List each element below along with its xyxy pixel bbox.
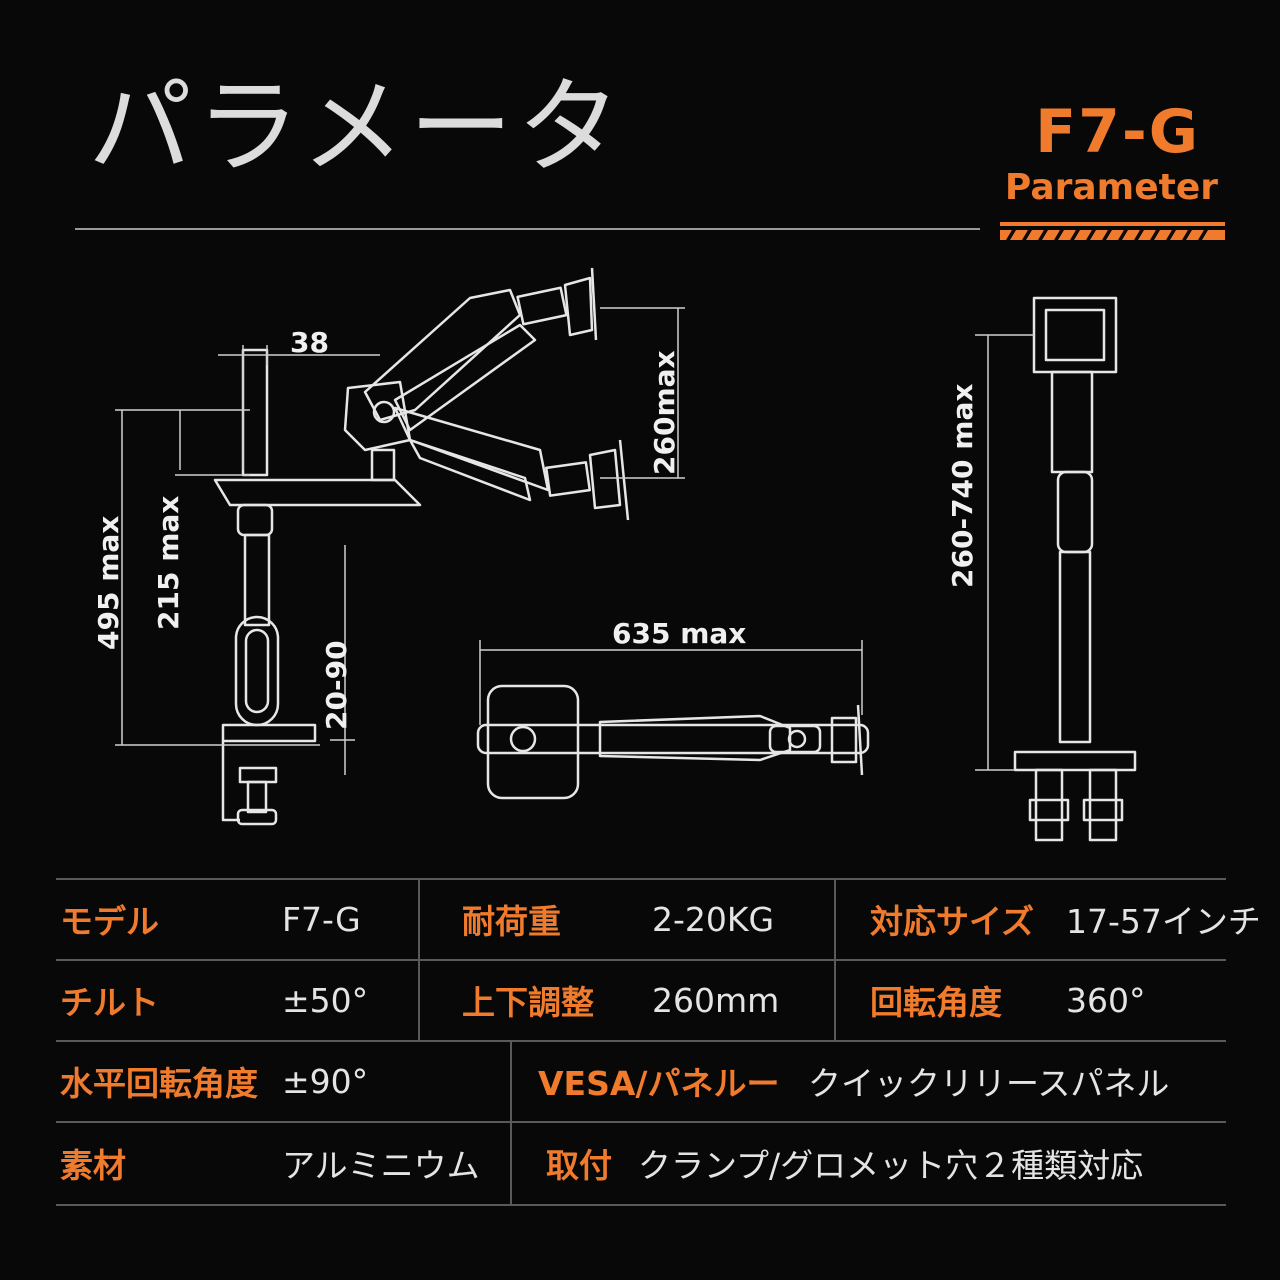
- table-divider: [510, 1040, 512, 1204]
- spec-value-size: 17-57インチ: [1066, 902, 1261, 941]
- spec-value-mount: クランプ/グロメット穴２種類対応: [638, 1146, 1144, 1185]
- spec-label-height: 上下調整: [462, 983, 594, 1022]
- spec-label-vesa: VESA/パネルー: [538, 1064, 780, 1103]
- top-view-arm: [476, 684, 870, 800]
- dim-38: 38: [290, 326, 329, 359]
- parameter-badge: Parameter: [1004, 167, 1218, 208]
- spec-value-model: F7-G: [282, 899, 361, 939]
- spec-label-material: 素材: [60, 1146, 126, 1185]
- dim-260-740: 260-740 max: [946, 384, 979, 588]
- spec-label-load: 耐荷重: [462, 902, 561, 941]
- table-rule: [56, 878, 1226, 880]
- spec-value-height: 260mm: [652, 980, 780, 1020]
- side-view-arm: [213, 267, 630, 826]
- table-rule: [56, 1121, 1226, 1123]
- table-rule: [56, 1040, 1226, 1042]
- dim-260: 260max: [648, 350, 681, 475]
- spec-label-model: モデル: [60, 902, 159, 941]
- spec-value-load: 2-20KG: [652, 899, 775, 939]
- table-rule: [56, 1204, 1226, 1206]
- spec-value-material: アルミニウム: [282, 1146, 480, 1185]
- spec-value-swivel: ±90°: [282, 1061, 369, 1101]
- model-badge: F7-G: [1035, 97, 1200, 167]
- badge-stripe: [1000, 222, 1225, 240]
- spec-label-tilt: チルト: [60, 983, 159, 1022]
- spec-label-mount: 取付: [546, 1146, 612, 1185]
- dim-215: 215 max: [152, 496, 185, 630]
- spec-value-rotation: 360°: [1066, 980, 1146, 1020]
- spec-value-tilt: ±50°: [282, 980, 369, 1020]
- spec-label-rotation: 回転角度: [870, 983, 1002, 1022]
- spec-label-swivel: 水平回転角度: [60, 1064, 258, 1103]
- front-view-arm: [1013, 296, 1137, 842]
- dim-20-90: 20-90: [320, 640, 353, 730]
- table-divider: [418, 878, 420, 1040]
- table-divider: [834, 878, 836, 1040]
- spec-table: モデル F7-G 耐荷重 2-20KG 対応サイズ 17-57インチ チルト ±…: [56, 878, 1261, 1206]
- title-divider: [75, 228, 980, 230]
- page-title: パラメータ: [88, 66, 625, 188]
- dim-635: 635 max: [612, 617, 746, 650]
- dimension-diagram: 38 495 max 215 max 20-90 260max 635 max …: [92, 267, 1137, 842]
- spec-value-vesa: クイックリリースパネル: [808, 1064, 1170, 1103]
- table-rule: [56, 959, 1226, 961]
- spec-label-size: 対応サイズ: [870, 902, 1035, 941]
- dim-495: 495 max: [92, 516, 125, 650]
